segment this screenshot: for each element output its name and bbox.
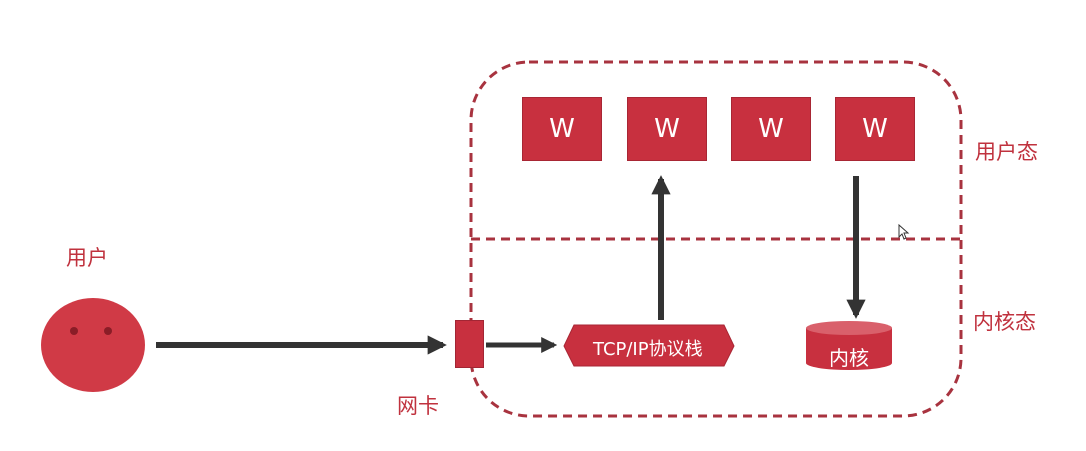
user-mode-label: 用户态 xyxy=(975,140,1038,164)
left-eye xyxy=(70,327,78,335)
user-avatar xyxy=(41,298,145,392)
tcpip-stack-label: TCP/IP协议栈 xyxy=(593,339,703,360)
worker-1: W xyxy=(522,97,602,161)
kernel-cylinder xyxy=(806,321,892,370)
worker-3: W xyxy=(731,97,811,161)
user-label: 用户 xyxy=(66,246,108,270)
worker-4: W xyxy=(835,97,915,161)
kernel-label: 内核 xyxy=(829,346,869,370)
tcpip-stack-shape xyxy=(563,324,735,367)
worker-2: W xyxy=(627,97,707,161)
kernel-mode-label: 内核态 xyxy=(973,310,1036,334)
nic-label: 网卡 xyxy=(397,394,439,418)
system-boundary xyxy=(469,60,963,418)
nic-box xyxy=(455,320,484,368)
right-eye xyxy=(104,327,112,335)
